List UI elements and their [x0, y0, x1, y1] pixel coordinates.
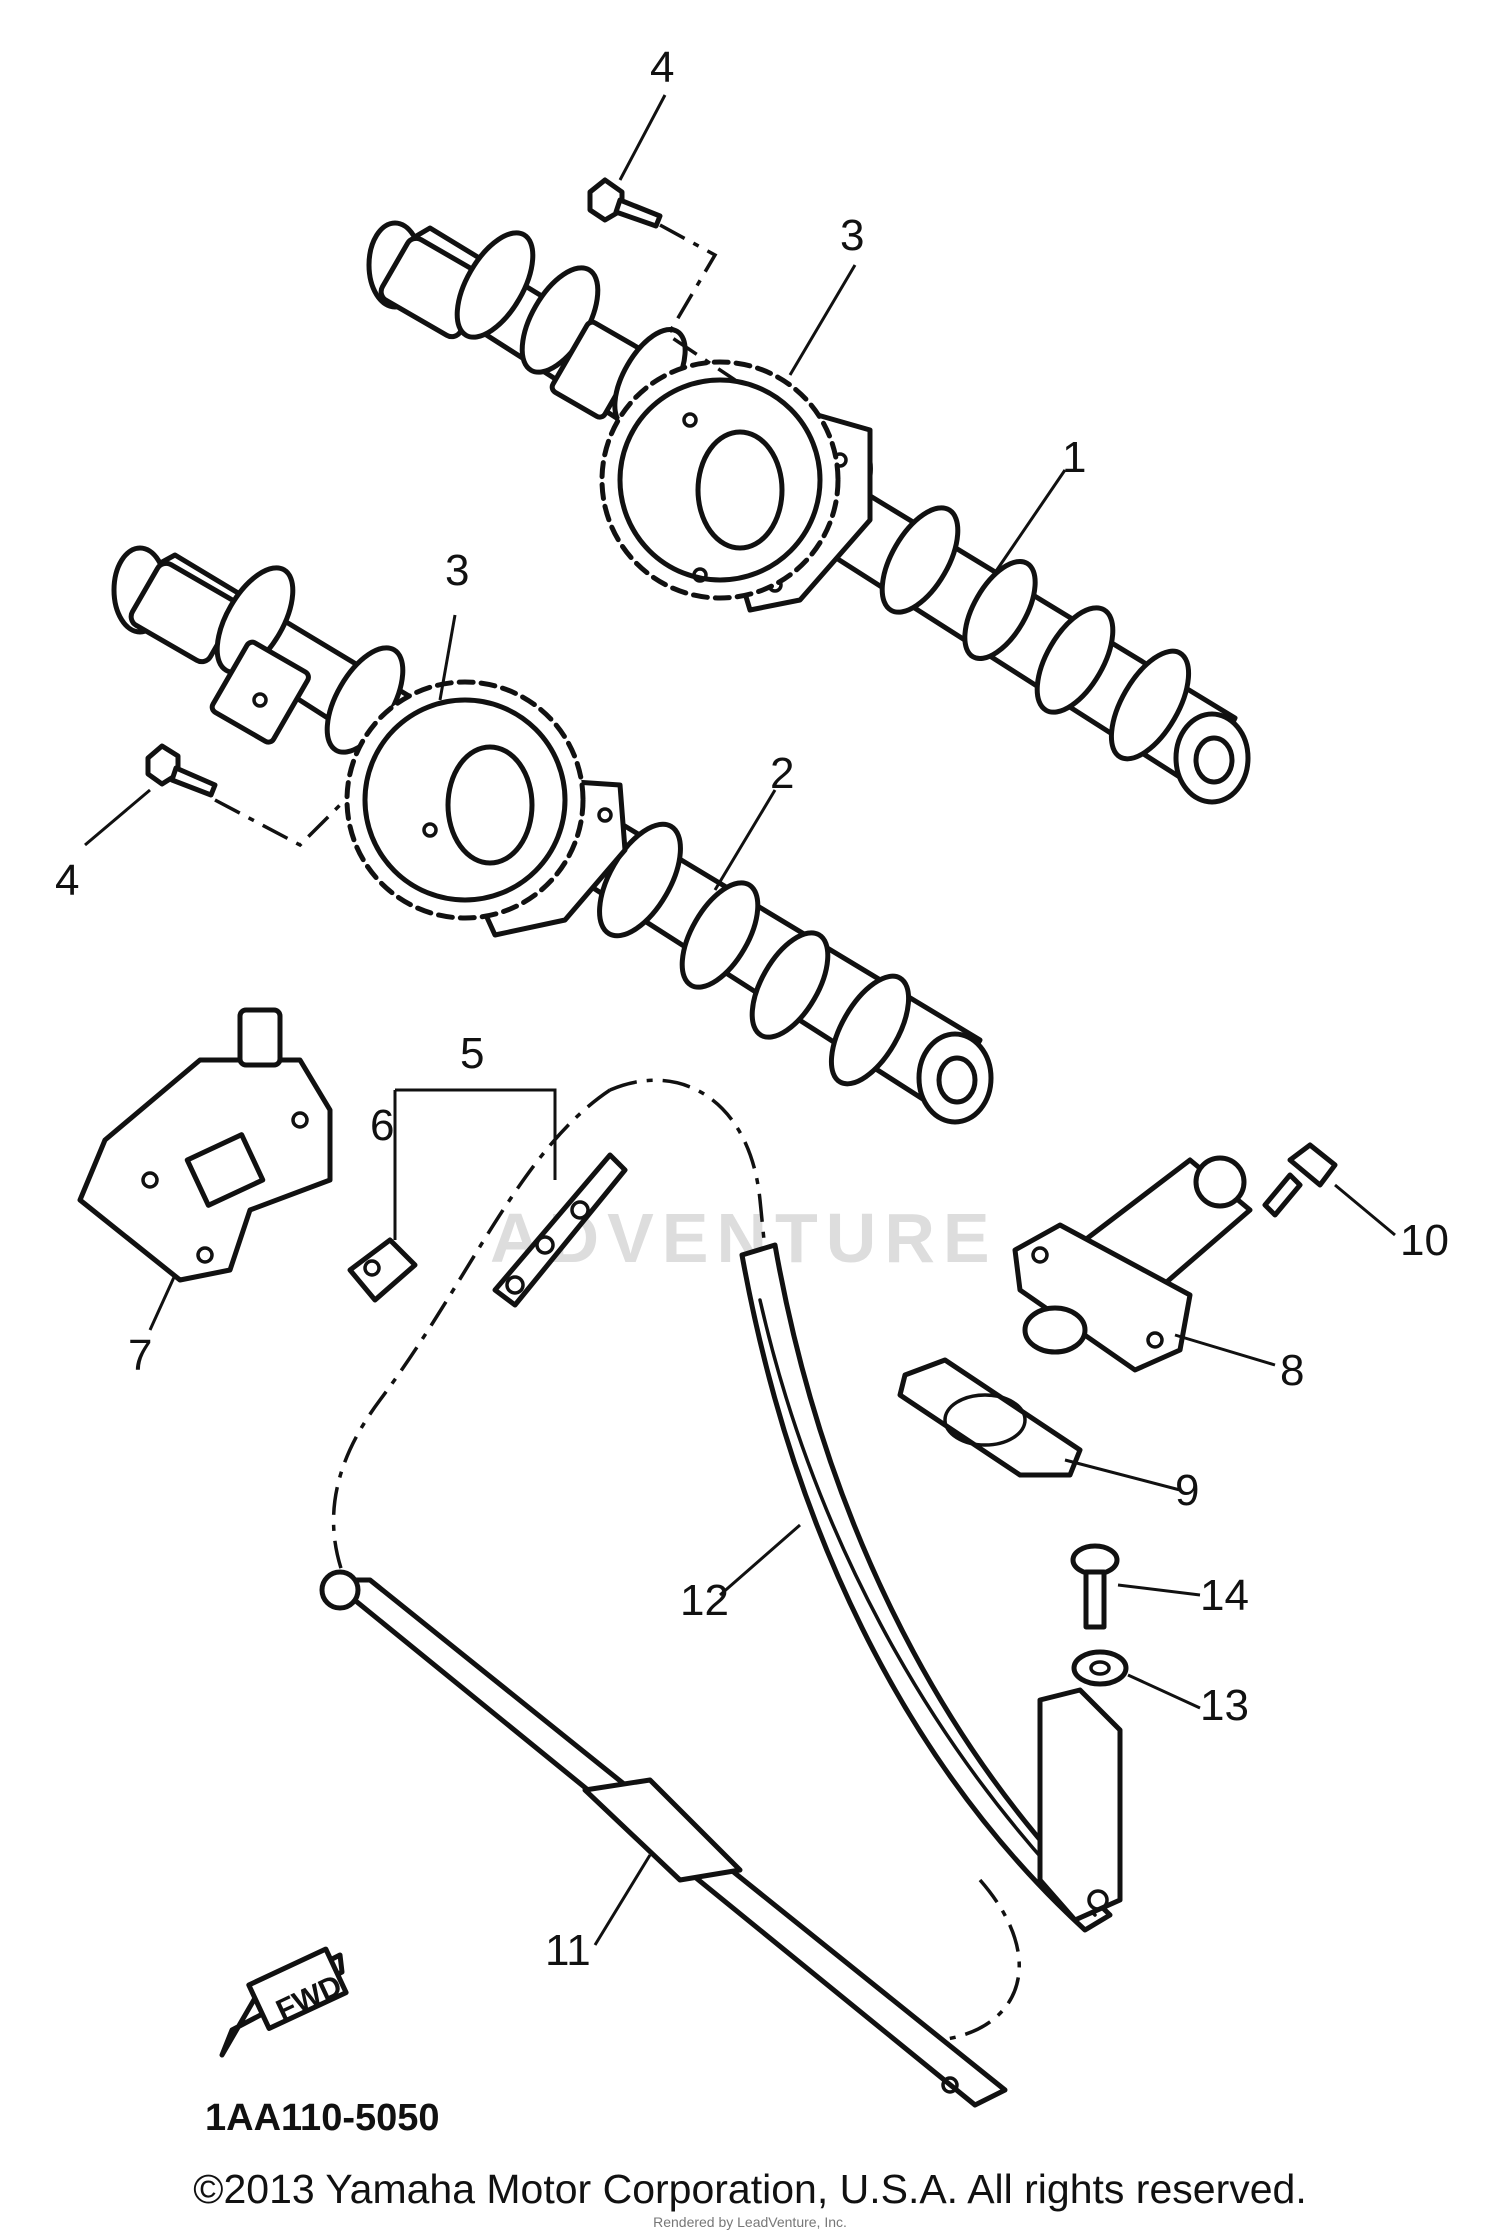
timing-chain-path	[331, 1078, 1021, 2042]
copyright-text: ©2013 Yamaha Motor Corporation, U.S.A. A…	[193, 2166, 1307, 2212]
bolt-14	[1070, 1543, 1120, 1630]
tensioner-gasket	[897, 1357, 1083, 1478]
callouts: 4 3 1 3 2 4 5 6 7 8 9 10 11 12 13 14	[55, 43, 1449, 1975]
chain-tensioner	[1012, 1155, 1253, 1373]
render-credit: Rendered by LeadVenture, Inc.	[653, 2214, 847, 2230]
guide-bracket	[1037, 1687, 1123, 1923]
sprocket-bolt-lower	[145, 743, 347, 848]
chain-guide-long	[739, 1242, 1113, 1933]
sprocket-bolt-upper	[587, 177, 736, 382]
washer-13	[1071, 1649, 1129, 1687]
cam-sprocket-lower	[344, 679, 586, 921]
tensioner-bolt	[1262, 1142, 1338, 1218]
chain-guide-straight	[319, 1569, 1008, 2108]
callout-6: 6	[370, 1101, 394, 1150]
chain-plate-6	[347, 1237, 418, 1303]
callout-4-lower: 4	[55, 856, 79, 905]
fwd-arrow-icon: FWD	[219, 1946, 349, 2058]
diagram-code: 1AA110-5050	[205, 2097, 440, 2139]
callout-3-upper: 3	[840, 211, 864, 260]
chain-guide-top	[77, 1007, 333, 1283]
callout-2: 2	[770, 749, 794, 798]
callout-4-upper: 4	[650, 43, 674, 92]
callout-12: 12	[680, 1576, 729, 1625]
callout-9: 9	[1175, 1466, 1199, 1515]
chain-joint-5	[492, 1152, 628, 1308]
callout-8: 8	[1280, 1346, 1304, 1395]
callout-10: 10	[1400, 1216, 1449, 1265]
callout-5: 5	[460, 1029, 484, 1078]
cam-sprocket-upper	[599, 359, 841, 601]
callout-1: 1	[1062, 433, 1086, 482]
callout-11: 11	[545, 1926, 591, 1975]
callout-7: 7	[128, 1331, 152, 1380]
callout-13: 13	[1200, 1681, 1249, 1730]
callout-3-lower: 3	[445, 546, 469, 595]
callout-14: 14	[1200, 1571, 1249, 1620]
leader-lines	[84, 94, 1396, 1946]
